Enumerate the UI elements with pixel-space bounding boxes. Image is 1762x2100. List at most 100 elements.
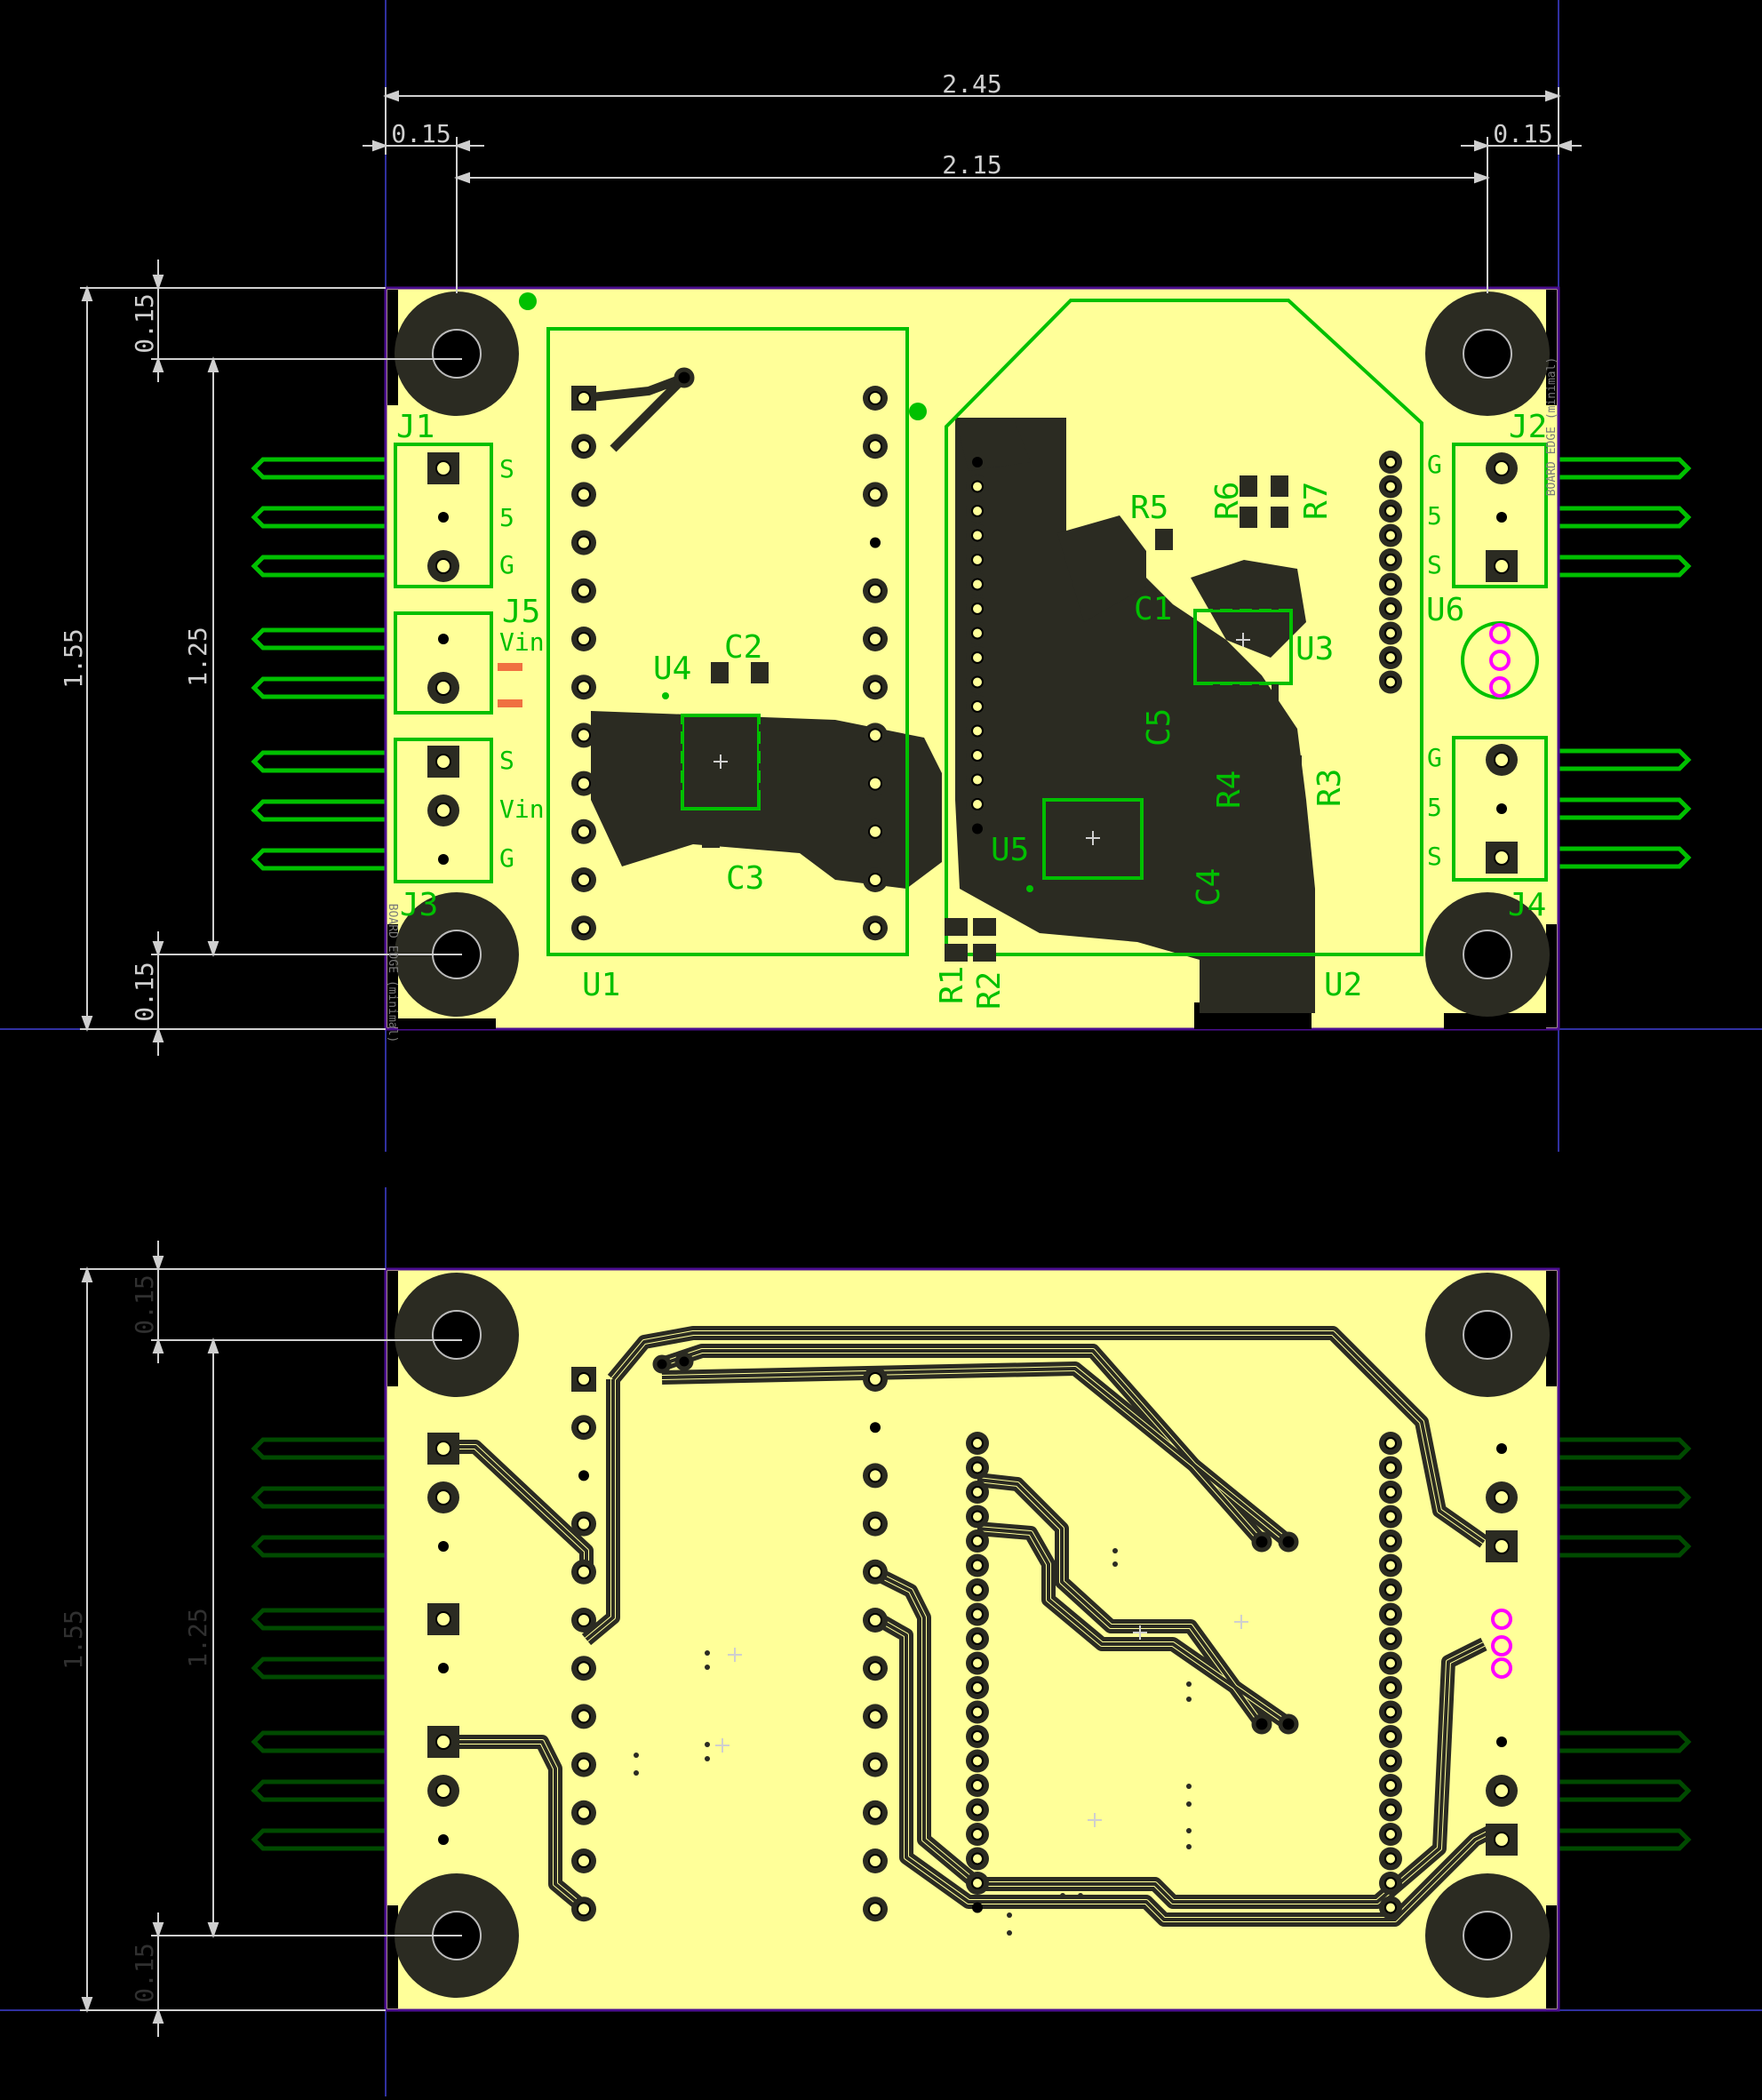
pin-pad-hole [868, 583, 882, 598]
u6-vias [1489, 623, 1511, 698]
connector-pad-hole [435, 558, 451, 574]
pin-pad-hole [1384, 1559, 1397, 1572]
u1-via [674, 367, 695, 388]
connector-pad-hole [435, 754, 451, 770]
j3-pin-2-label: Vin [499, 794, 545, 824]
j1-pin-1-label: S [499, 454, 514, 483]
connector-pad-hole [1494, 1538, 1510, 1554]
pin-pad-hole [577, 1613, 591, 1627]
dim-left-margin: 0.15 [391, 119, 450, 148]
pin-pad-hole [868, 1661, 882, 1676]
connector-pad-hole [435, 680, 451, 696]
label-r2: R2 [971, 971, 1008, 1010]
smd-pads-top [702, 475, 1302, 962]
pin-pad-hole [971, 480, 984, 493]
chip-outlines-top [681, 609, 1293, 880]
pin-pad-hole [577, 1805, 591, 1820]
dim-bottom-margin-bottom: 0.15 [130, 1943, 159, 2002]
bottom-u1-right-pin-row [863, 1367, 888, 1922]
pin-pad-hole [1384, 1535, 1397, 1547]
connector-gap-dot [1496, 1443, 1507, 1454]
pin-pad-hole [868, 1372, 882, 1386]
dim-bottom-margin: 0.15 [130, 962, 159, 1021]
dim-hole-span-x: 2.15 [942, 150, 1001, 180]
connector-gap-dot [1496, 803, 1507, 814]
u3-pins [1213, 578, 1279, 716]
label-j3: J3 [400, 887, 438, 923]
connector-pad-hole [435, 1489, 451, 1505]
pin-pad-hole [577, 1372, 591, 1386]
pin-pad-hole [868, 1854, 882, 1868]
pin-gap-dot [870, 537, 881, 548]
connector-gap-dot [438, 1541, 449, 1552]
connector-pad-hole [1494, 558, 1510, 574]
pin-pad-hole [577, 1564, 591, 1579]
header-pins-right-top [1546, 457, 1692, 869]
bottom-u6-vias [1491, 1609, 1512, 1679]
dim-overall-width: 2.45 [942, 69, 1001, 99]
connector-gap-dot [438, 634, 449, 644]
j1-pin-3-label: G [499, 550, 514, 579]
header-pins-left-top [251, 457, 395, 871]
pin-pad-hole [1384, 1681, 1397, 1694]
bottom-view [251, 1267, 1692, 2012]
label-j1: J1 [396, 409, 435, 445]
bottom-u1-left-pin-row [571, 1367, 596, 1922]
pin-pad-hole [577, 487, 591, 502]
pin-pad-hole [971, 1681, 984, 1694]
label-u2: U2 [1324, 967, 1362, 1003]
label-j4: J4 [1508, 887, 1546, 923]
pin-gap-dot [870, 1422, 881, 1433]
connector-pad-hole [1494, 1832, 1510, 1848]
pin-pad-hole [868, 1516, 882, 1531]
label-j5: J5 [502, 594, 540, 630]
pin-pad-hole [577, 1854, 591, 1868]
label-r4: R4 [1211, 771, 1248, 809]
pin-pad-hole [971, 1877, 984, 1889]
pin-pad-hole [971, 700, 984, 713]
connector-pads-top [427, 452, 1518, 874]
connector-pad-hole [1494, 752, 1510, 768]
pin-pad-hole [577, 1709, 591, 1724]
top-view [251, 286, 1692, 1031]
dim-top-margin-bottom: 0.15 [130, 1274, 159, 1334]
pin-pad-hole [971, 578, 984, 591]
pin-pad-hole [971, 1535, 984, 1547]
pin-labels: S 5 G Vin S Vin G G 5 S G 5 S [499, 450, 1442, 873]
label-u3: U3 [1296, 631, 1334, 667]
pin-pad-hole [971, 505, 984, 517]
pin-pad-hole [577, 1420, 591, 1435]
u1-left-pin-row [571, 386, 596, 941]
pin-pad-hole [577, 1902, 591, 1917]
bottom-small-dots [634, 1548, 1192, 1936]
pin-pad-hole [1384, 578, 1397, 591]
pin-pad-hole [1384, 529, 1397, 542]
j4-pin-1-label: G [1427, 743, 1442, 772]
pin-pad-hole [1384, 675, 1397, 689]
pin-pad-hole [971, 1608, 984, 1621]
pin-pad-hole [1384, 1633, 1397, 1645]
pin-pad-hole [1384, 1730, 1397, 1743]
bottom-u2-right-pin-row [1379, 1432, 1402, 1920]
pin-pad-hole [868, 680, 882, 695]
connector-pad-hole [435, 1611, 451, 1627]
pin-pad-hole [971, 749, 984, 762]
silk-dots-top [519, 292, 1033, 892]
pin-pad-hole [1384, 1486, 1397, 1498]
j3-pin-1-label: S [499, 746, 514, 775]
label-u4: U4 [653, 651, 691, 687]
pin-pad-hole [1384, 1877, 1397, 1889]
pin-pad-hole [868, 1805, 882, 1820]
pin-pad-hole [971, 724, 984, 738]
connector-gap-dot [438, 1834, 449, 1845]
pin-pad-hole [971, 1486, 984, 1498]
pin-pad-hole [868, 824, 882, 839]
pin-pad-hole [971, 627, 984, 640]
pin-pad-hole [1384, 1461, 1397, 1474]
board-outline-bottom [384, 1267, 1560, 2012]
pin-pad-hole [1384, 1705, 1397, 1719]
pin-pad-hole [577, 680, 591, 695]
connector-pads-bottom [427, 1433, 1518, 1856]
pin-pad-hole [868, 1468, 882, 1483]
pin-gap-dot [578, 1470, 589, 1481]
